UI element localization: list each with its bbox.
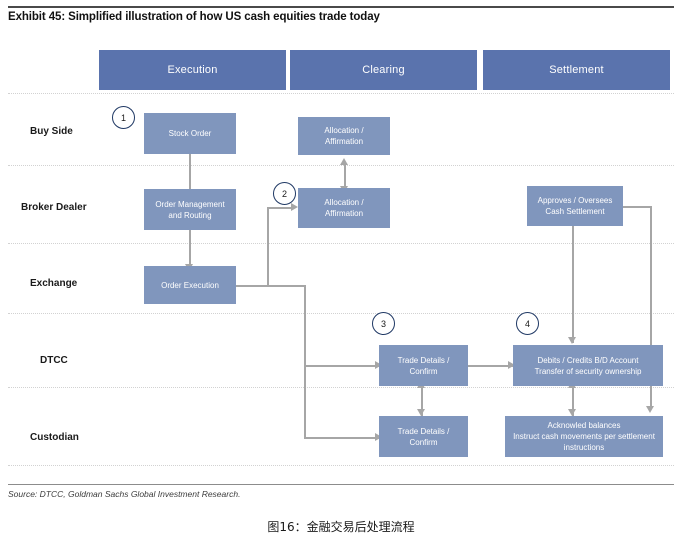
arrowhead-debits-ack-down (568, 409, 576, 416)
lane-label-exchange: Exchange (30, 278, 78, 289)
box-ack-line2: Instruct cash movements per settlement (513, 432, 655, 441)
box-order-management-routing[interactable]: Order Management and Routing (144, 189, 236, 230)
box-alloc-buyside-line1: Allocation / (324, 126, 364, 135)
box-allocation-affirmation-buyside[interactable]: Allocation / Affirmation (298, 117, 390, 155)
box-alloc-buyside-line2: Affirmation (324, 137, 364, 146)
step-circle-1-label: 1 (120, 112, 126, 123)
lane-label-dtcc: DTCC (40, 355, 68, 366)
connector-trunk-dtcc (304, 365, 379, 367)
lane-divider-top (8, 93, 674, 94)
box-trade-dtcc-line2: Confirm (409, 366, 438, 376)
connector-main-trunk (304, 285, 306, 438)
lane-label-buy-side: Buy Side (30, 126, 73, 137)
connector-dtcc-to-debits (468, 365, 513, 367)
box-stock-order-line1: Stock Order (168, 129, 212, 138)
connector-elbow-up-horizontal (267, 207, 293, 209)
box-trade-custodian-line1: Trade Details / (397, 426, 450, 436)
connector-approves-debits (572, 221, 574, 343)
box-order-execution[interactable]: Order Execution (144, 266, 236, 304)
box-stock-order[interactable]: Stock Order (144, 113, 236, 154)
connector-tradedetails-vertical (421, 386, 423, 416)
box-debits-credits-bd-account[interactable]: Debits / Credits B/D Account Transfer of… (513, 345, 663, 386)
column-header-settlement-label: Settlement (549, 64, 604, 76)
column-header-execution[interactable]: Execution (99, 50, 286, 90)
lane-label-broker-dealer: Broker Dealer (21, 202, 87, 213)
arrowhead-ack-in (646, 406, 654, 413)
box-trade-custodian-line2: Confirm (409, 437, 438, 447)
arrowhead-custodian-trade-in (375, 433, 382, 441)
connector-trunk-custodian (304, 437, 379, 439)
box-order-mgmt-line2: and Routing (168, 210, 212, 220)
box-approves-line1: Approves / Oversees (537, 196, 613, 205)
connector-elbow-up-vertical (267, 207, 269, 286)
column-header-settlement[interactable]: Settlement (483, 50, 670, 90)
column-header-clearing[interactable]: Clearing (290, 50, 477, 90)
box-approves-oversees-cash-settlement[interactable]: Approves / Oversees Cash Settlement (527, 186, 623, 226)
connector-approves-down (650, 206, 652, 409)
box-approves-line2: Cash Settlement (545, 207, 605, 216)
step-circle-4-label: 4 (524, 318, 530, 329)
page-title: Exhibit 45: Simplified illustration of h… (8, 11, 380, 23)
source-note: Source: DTCC, Goldman Sachs Global Inves… (8, 489, 241, 499)
connector-ordermgmt-orderexec (189, 230, 191, 266)
connector-alloc-vertical (344, 163, 346, 193)
box-debits-line2: Transfer of security ownership (534, 366, 642, 376)
column-header-clearing-label: Clearing (362, 64, 405, 76)
arrowhead-tradedetails-down (417, 409, 425, 416)
step-circle-4[interactable]: 4 (516, 312, 539, 335)
lane-divider-bottom (8, 465, 674, 466)
step-circle-2[interactable]: 2 (273, 182, 296, 205)
box-alloc-broker-line2: Affirmation (324, 209, 364, 218)
lane-divider-broker-exchange (8, 243, 674, 244)
box-alloc-broker-line1: Allocation / (324, 198, 364, 207)
step-circle-1[interactable]: 1 (112, 106, 135, 129)
box-debits-line1: Debits / Credits B/D Account (537, 355, 639, 365)
lane-divider-buyside-broker (8, 165, 674, 166)
column-header-execution-label: Execution (167, 64, 218, 76)
figure-caption: 图16：金融交易后处理流程 (267, 520, 415, 534)
arrowhead-debits-in (508, 361, 515, 369)
box-ack-line3: instructions (563, 443, 605, 452)
connector-stockorder-ordermgmt (189, 154, 191, 192)
box-order-execution-line1: Order Execution (161, 280, 219, 290)
connector-orderexec-right (236, 285, 306, 287)
box-trade-dtcc-line1: Trade Details / (397, 355, 450, 365)
box-allocation-affirmation-broker[interactable]: Allocation / Affirmation (298, 188, 390, 228)
top-rule (8, 6, 674, 8)
connector-approves-right (622, 206, 651, 208)
arrowhead-alloc-broker-in (291, 203, 298, 211)
lane-divider-dtcc-custodian (8, 387, 674, 388)
arrowhead-debits-down (568, 337, 576, 344)
box-trade-details-confirm-dtcc[interactable]: Trade Details / Confirm (379, 345, 468, 386)
source-rule (8, 484, 674, 485)
step-circle-2-label: 2 (281, 188, 287, 199)
box-ack-line1: Acknowled balances (547, 421, 621, 430)
diagram-canvas: Execution Clearing Settlement Buy Side B… (8, 34, 674, 486)
box-order-mgmt-line1: Order Management (155, 199, 225, 209)
box-trade-details-confirm-custodian[interactable]: Trade Details / Confirm (379, 416, 468, 457)
arrowhead-dtcc-trade-in (375, 361, 382, 369)
step-circle-3[interactable]: 3 (372, 312, 395, 335)
lane-divider-exchange-dtcc (8, 313, 674, 314)
connector-debits-ack (572, 386, 574, 416)
arrowhead-alloc-up (340, 158, 348, 165)
box-acknowledged-balances[interactable]: Acknowled balances Instruct cash movemen… (505, 416, 663, 457)
lane-label-custodian: Custodian (30, 432, 79, 443)
step-circle-3-label: 3 (380, 318, 386, 329)
